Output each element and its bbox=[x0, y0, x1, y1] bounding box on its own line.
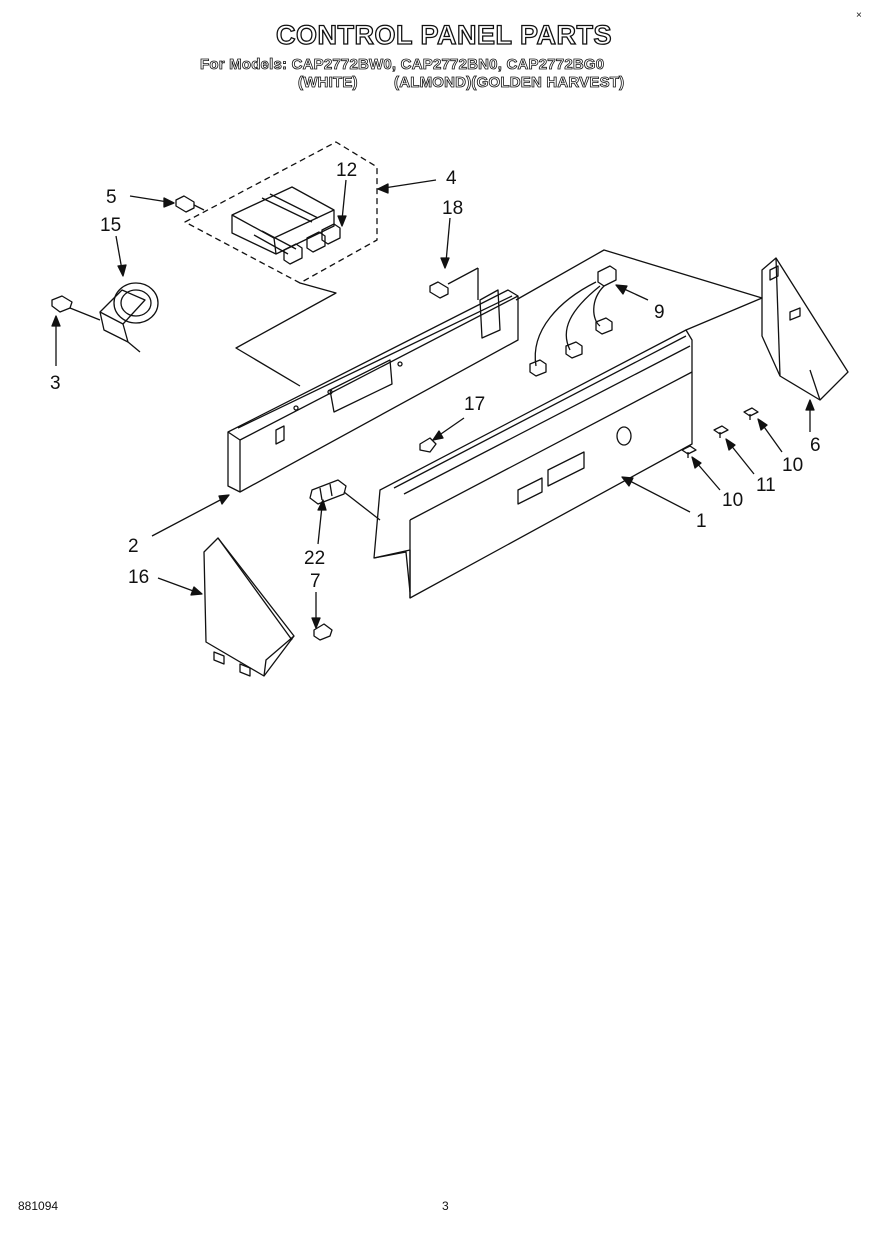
callout-6: 6 bbox=[810, 435, 821, 456]
callout-3: 3 bbox=[50, 373, 61, 394]
corner-mark: × bbox=[856, 10, 862, 21]
callout-10-right: 10 bbox=[782, 455, 803, 476]
screw-part-18 bbox=[429, 267, 479, 300]
callout-7: 7 bbox=[310, 571, 321, 592]
callout-1: 1 bbox=[696, 511, 707, 532]
callout-arrows bbox=[51, 179, 815, 629]
screw-part-10-left bbox=[681, 445, 697, 458]
callout-9: 9 bbox=[654, 302, 665, 323]
control-panel-part-1 bbox=[373, 329, 693, 599]
callout-10-left: 10 bbox=[722, 490, 743, 511]
screw-part-10-right bbox=[743, 407, 759, 420]
screw-part-11 bbox=[713, 425, 729, 438]
callout-18: 18 bbox=[442, 198, 463, 219]
screw-part-5 bbox=[175, 195, 205, 213]
callout-11: 11 bbox=[756, 475, 776, 496]
page-title: CONTROL PANEL PARTS bbox=[275, 19, 613, 50]
callout-5: 5 bbox=[106, 187, 117, 208]
callout-17: 17 bbox=[464, 394, 485, 415]
rear-bracket-part-2 bbox=[227, 289, 519, 493]
leader-line bbox=[235, 282, 337, 387]
switch-assembly-part-4 bbox=[184, 141, 378, 284]
document-code: 881094 bbox=[18, 1199, 59, 1213]
color-others-label: (ALMOND)(GOLDEN HARVEST) bbox=[394, 74, 625, 92]
page-number: 3 bbox=[442, 1199, 449, 1213]
leader-line-back bbox=[515, 249, 763, 331]
right-end-cap-part-6 bbox=[761, 257, 849, 401]
color-white-label: (WHITE) bbox=[298, 74, 358, 92]
clip-part-17 bbox=[419, 437, 437, 453]
connector-part-22 bbox=[309, 479, 381, 521]
callout-12: 12 bbox=[336, 160, 357, 181]
callout-15: 15 bbox=[100, 215, 121, 236]
left-end-cap-part-16 bbox=[203, 537, 295, 677]
models-line: For Models: CAP2772BW0, CAP2772BN0, CAP2… bbox=[200, 56, 605, 74]
callout-4: 4 bbox=[446, 168, 457, 189]
screw-part-3 bbox=[51, 295, 101, 321]
callout-22: 22 bbox=[304, 548, 325, 569]
callout-16: 16 bbox=[128, 567, 149, 588]
timer-motor-part-15 bbox=[99, 282, 159, 353]
callout-2: 2 bbox=[128, 536, 139, 557]
screw-part-7 bbox=[313, 623, 333, 641]
wire-harness-part-9 bbox=[529, 265, 617, 377]
